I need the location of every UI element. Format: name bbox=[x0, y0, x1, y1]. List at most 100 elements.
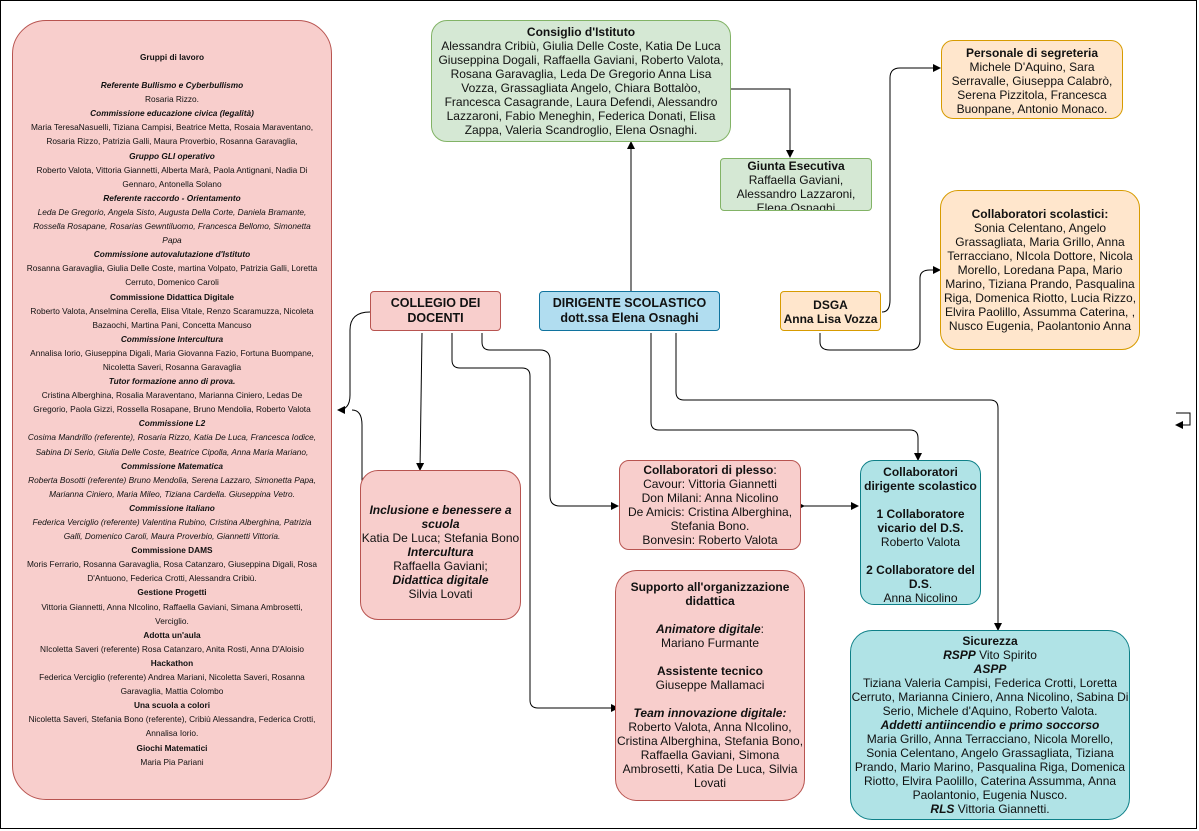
collaboratore-line: Marino, Tiziana Prando, Pasqualina bbox=[945, 277, 1135, 291]
group-members: Vittoria Giannetti, Anna NIcolino, Raffa… bbox=[41, 601, 303, 612]
collaboratore-line: Riga, Domenica Riotto, Lucia Rizzo, bbox=[943, 291, 1137, 305]
inclusione-heading-a: Inclusione e benessere a bbox=[369, 503, 512, 517]
group-heading: Referente Bullismo e Cyberbullismo bbox=[100, 80, 244, 91]
segreteria-member-line: Michele D'Aquino, Sara bbox=[969, 60, 1095, 74]
collaboratori-scolastici-box: Collaboratori scolastici: Sonia Celentan… bbox=[940, 190, 1140, 350]
edge-collegio-supporto bbox=[451, 333, 619, 712]
collab2-label-suffix: . bbox=[928, 577, 933, 591]
group-members: Nicoletta Saveri, Rosanna Garavaglia bbox=[102, 361, 242, 372]
aspp-members: Tiziana Valeria Campisi, Federica Crotti… bbox=[851, 676, 1129, 718]
animatore-heading: Animatore digitale bbox=[655, 622, 761, 636]
edge-page-right bbox=[1175, 412, 1191, 429]
collab-dirigente-title1: Collaboratori bbox=[883, 465, 958, 479]
edge-collegio-plesso bbox=[481, 333, 619, 510]
dsga-line1: DSGA bbox=[813, 298, 848, 312]
group-heading: Commissione DAMS bbox=[131, 545, 213, 556]
collegio-line1: COLLEGIO DEI bbox=[390, 296, 481, 310]
plesso-line: Stefania Bono. bbox=[670, 519, 750, 533]
edge-collegio-inclusione bbox=[351, 409, 363, 482]
supporto-organizzazione-box: Supporto all'organizzazione didattica An… bbox=[615, 570, 805, 801]
group-members: Galli, Domenico Caroli, Maura Proverbio,… bbox=[63, 531, 281, 542]
addetti-member-line: Prando, Mario Marino, Pasqualina Riga, D… bbox=[854, 760, 1126, 774]
group-members: Garavaglia, Mattia Colombo bbox=[120, 686, 224, 697]
consiglio-member-line: Rosana Garavaglia, Leda De Gregorio Anna… bbox=[450, 67, 712, 81]
collab2-label-a: 2 Collaboratore del bbox=[866, 563, 975, 577]
group-members: Papa bbox=[162, 235, 182, 246]
collab-dirigente-title2: dirigente scolastico bbox=[864, 479, 977, 493]
consiglio-member-line: Zappa, Valeria Scandroglio, Elena Osnagh… bbox=[464, 123, 698, 137]
group-members: Annalisa Iorio. bbox=[145, 728, 199, 739]
aspp-member-line: Tiziana Valeria Campisi, Federica Crotti… bbox=[862, 676, 1118, 690]
group-heading: Commissione autovalutazione d'Istituto bbox=[93, 249, 251, 260]
dsga-line2: Anna Lisa Vozza bbox=[783, 312, 878, 326]
collaboratore-line: Terracciano, NIcola Dottore, Nicola bbox=[947, 249, 1133, 263]
plesso-line: Bonvesin: Roberto Valota bbox=[642, 533, 778, 547]
group-members: Nicoletta Saveri, Stefania Bono (referen… bbox=[28, 714, 316, 725]
edge-consiglio-giunta bbox=[724, 85, 794, 158]
group-heading: Commissione Intercultura bbox=[120, 333, 224, 344]
giunta-member-line: Elena Osnaghi bbox=[756, 201, 836, 211]
gruppi-lavoro-box: Gruppi di lavoro Referente Bullismo e Cy… bbox=[12, 20, 332, 800]
collab1-name: Roberto Valota bbox=[880, 535, 961, 549]
group-members: Maria TeresaNasuelli, Tiziana Campisi, B… bbox=[30, 122, 314, 133]
team-member-line: Roberto Valota, Anna NIcolino, bbox=[628, 720, 792, 734]
group-members: NIcoletta Saveri (referente) Rosa Catanz… bbox=[40, 643, 304, 654]
consiglio-member-line: Alessandra Cribiù, Giulia Delle Coste, K… bbox=[441, 39, 721, 53]
animatore-suffix: : bbox=[760, 622, 765, 636]
group-members: Cosima Mandrillo (referente), Rosaria Ri… bbox=[27, 432, 317, 443]
consiglio-title: Consiglio d'Istituto bbox=[526, 25, 636, 39]
team-member-line: Cristina Alberghina, Stefania Bono, bbox=[616, 734, 804, 748]
addetti-member-line: Riotto, Elvira Paolillo, Caterina Assumm… bbox=[863, 774, 1117, 788]
giunta-member-line: Alessandro Lazzaroni, bbox=[736, 187, 856, 201]
group-heading: Gestione Progetti bbox=[137, 587, 207, 598]
group-heading: Giochi Matematici bbox=[136, 742, 208, 753]
segreteria-member-line: Serravalle, Giuseppa Calabrò, bbox=[951, 74, 1113, 88]
addetti-members: Maria Grillo, Anna Terracciano, Nicola M… bbox=[851, 732, 1129, 802]
assistente-heading: Assistente tecnico bbox=[656, 664, 764, 678]
collaboratore-line: Morello, Loredana Papa, Mario bbox=[957, 263, 1123, 277]
group-members: Sabina Di Serio, Giulia Delle Coste, Bea… bbox=[35, 446, 309, 457]
inclusione-heading-b: scuola bbox=[421, 517, 460, 531]
aspp-member-line: Serio, Michele d'Aquino, Roberto Valota. bbox=[882, 704, 1098, 718]
didattica-digitale-heading: Didattica digitale bbox=[392, 573, 489, 587]
dirigente-scolastico-box: DIRIGENTE SCOLASTICO dott.ssa Elena Osna… bbox=[539, 291, 720, 331]
collaboratore-line: Elvira Paolillo, Assumma Caterina, , bbox=[944, 305, 1136, 319]
group-members: Annalisa Iorio, Giuseppina Digali, Maria… bbox=[30, 347, 314, 358]
collab2-name: Anna Nicolino bbox=[883, 591, 958, 605]
gruppi-lavoro-title: Gruppi di lavoro bbox=[139, 52, 205, 62]
group-members: Rosanna Garavaglia, Giulia Delle Coste, … bbox=[26, 263, 318, 274]
addetti-member-line: Maria Grillo, Anna Terracciano, Nicola M… bbox=[866, 732, 1114, 746]
rspp-label: RSPP bbox=[943, 648, 976, 662]
group-members: Federica Verciglio (referente) Andrea Ma… bbox=[39, 672, 305, 683]
group-heading: Referente raccordo - Orientamento bbox=[103, 192, 241, 203]
group-members: Bazaochi, Martina Pani, Concetta Mancuso bbox=[92, 319, 252, 330]
group-members: Moris Ferrario, Rosanna Garavaglia, Rosa… bbox=[26, 559, 318, 570]
consiglio-istituto-box: Consiglio d'Istituto Alessandra Cribiù, … bbox=[431, 20, 731, 142]
consiglio-members: Alessandra Cribiù, Giulia Delle Coste, K… bbox=[432, 39, 730, 137]
edge-collegio-gruppi bbox=[337, 311, 371, 414]
team-member-line: Lovati bbox=[693, 776, 727, 790]
collab2-label-b: D.S bbox=[908, 577, 929, 591]
collaboratore-line: Grassagliata, Maria Grillo, Anna bbox=[955, 235, 1125, 249]
collaboratore-line: Sonia Celentano, Angelo bbox=[973, 221, 1107, 235]
collaboratori-plesso-box: Collaboratori di plesso: Cavour: Vittori… bbox=[619, 460, 801, 550]
dsga-box: DSGA Anna Lisa Vozza bbox=[780, 291, 881, 331]
group-members: Rosaria Rizzo, Patrizia Galli, Maura Pro… bbox=[46, 136, 298, 147]
rspp-name: Vito Spirito bbox=[975, 648, 1037, 662]
segreteria-member-line: Buonpane, Antonio Monaco. bbox=[956, 102, 1108, 116]
addetti-member-line: Paolantonio, Eugenia Nusco. bbox=[912, 788, 1068, 802]
group-members: D'Antuono, Federica Crotti, Alessandra C… bbox=[87, 573, 257, 584]
didattica-digitale-members: Silvia Lovati bbox=[408, 587, 473, 601]
plesso-title-suffix: : bbox=[773, 463, 777, 477]
group-members: Gregorio, Paola Gizzi, Rossella Rosapane… bbox=[33, 404, 311, 415]
addetti-member-line: Sonia Celentano, Angelo Grassagliata, Ti… bbox=[866, 746, 1114, 760]
collab1-label-a: 1 Collaboratore bbox=[876, 507, 965, 521]
giunta-title: Giunta Esecutiva bbox=[747, 159, 845, 173]
intercultura-members: Raffaella Gaviani; bbox=[393, 559, 488, 573]
collaboratori-dirigente-box: Collaboratori dirigente scolastico 1 Col… bbox=[860, 460, 981, 605]
segreteria-box: Personale di segreteria Michele D'Aquino… bbox=[941, 40, 1123, 119]
plesso-title: Collaboratori di plesso bbox=[643, 463, 774, 477]
sicurezza-title: Sicurezza bbox=[962, 634, 1018, 648]
